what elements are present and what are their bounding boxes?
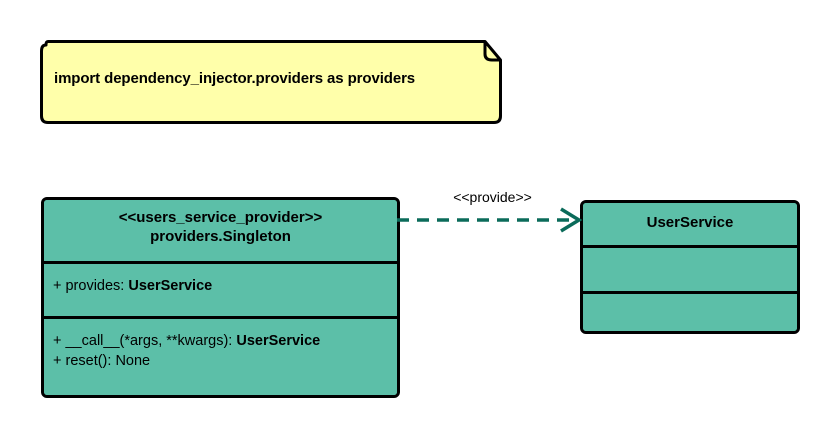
userservice-class-attributes xyxy=(583,245,797,291)
attribute-type: UserService xyxy=(128,278,213,294)
import-note[interactable]: import dependency_injector.providers as … xyxy=(40,40,502,124)
class-user-service[interactable]: UserService xyxy=(580,200,800,334)
provider-class-header: <<users_service_provider>> providers.Sin… xyxy=(44,200,397,261)
userservice-class-name: UserService xyxy=(646,214,734,231)
provider-class-operations: + __call__(*args, **kwargs): UserService… xyxy=(44,316,397,395)
userservice-class-header: UserService xyxy=(583,203,797,245)
operation-label: + __call__(*args, **kwargs): xyxy=(53,333,237,349)
note-shape xyxy=(40,40,502,124)
provider-class-stereotype: <<users_service_provider>> xyxy=(118,209,323,226)
class-users-service-provider[interactable]: <<users_service_provider>> providers.Sin… xyxy=(41,197,400,398)
attribute-label: + provides: xyxy=(53,278,129,294)
import-note-text: import dependency_injector.providers as … xyxy=(54,70,416,87)
operation-type: UserService xyxy=(236,333,321,349)
operation-label: + reset(): None xyxy=(53,353,151,369)
provider-class-name: providers.Singleton xyxy=(150,228,291,245)
operation-row: + reset(): None xyxy=(53,351,389,371)
operation-row: + __call__(*args, **kwargs): UserService xyxy=(53,331,389,351)
connector-arrowhead-icon xyxy=(560,207,583,233)
userservice-class-operations xyxy=(583,291,797,331)
dependency-connector[interactable] xyxy=(395,183,590,235)
provider-class-attributes: + provides: UserService xyxy=(44,261,397,316)
connector-label: <<provide>> xyxy=(453,189,532,205)
attribute-row: + provides: UserService xyxy=(53,276,389,296)
